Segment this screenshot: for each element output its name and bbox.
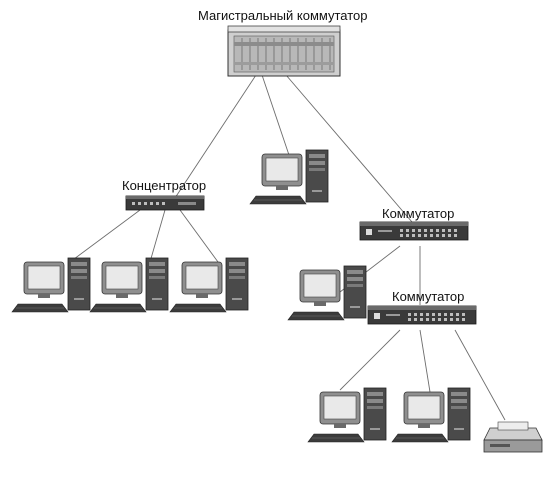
backbone-switch-label: Магистральный коммутатор <box>198 8 368 23</box>
computer-icon-hub-2 <box>89 257 169 313</box>
switch-1-label: Коммутатор <box>382 206 455 221</box>
backbone-switch <box>227 25 341 77</box>
switch-icon-2 <box>367 305 477 325</box>
computer-icon-hub-1 <box>11 257 91 313</box>
computer-icon-switch2-2 <box>391 387 471 443</box>
hub-label: Концентратор <box>122 178 207 193</box>
connection-lines <box>69 74 506 421</box>
switch-2-label: Коммутатор <box>392 289 465 304</box>
computer-icon-switch2-1 <box>307 387 387 443</box>
computer-icon-backbone <box>249 149 329 205</box>
printer-icon <box>483 421 543 453</box>
computer-icon-switch1 <box>287 265 367 321</box>
hub-icon <box>125 195 205 211</box>
switch-icon-1 <box>359 221 469 241</box>
computer-icon-hub-3 <box>169 257 249 313</box>
